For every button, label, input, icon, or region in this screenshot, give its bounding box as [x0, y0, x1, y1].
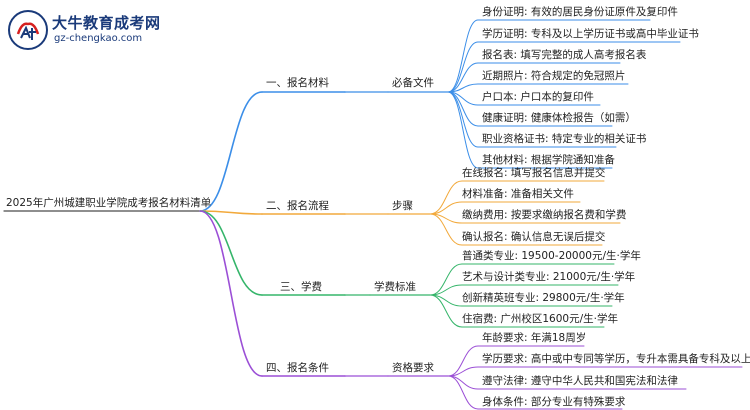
branch-sub-eligibility: 资格要求	[392, 362, 434, 374]
branch-label-tuition: 三、学费	[280, 281, 322, 293]
site-logo[interactable]: 大牛教育成考网 gz-chengkao.com	[8, 8, 168, 52]
leaf-item: 职业资格证书: 特定专业的相关证书	[482, 133, 647, 145]
leaf-connector	[447, 62, 479, 93]
branch-label-conditions: 四、报名条件	[266, 362, 329, 374]
leaf-item: 确认报名: 确认信息无误后提交	[462, 231, 606, 243]
leaf-connector	[447, 19, 479, 93]
leaf-connector	[447, 91, 479, 148]
leaf-item: 学历证明: 专科及以上学历证书或高中毕业证书	[482, 28, 699, 40]
leaf-item: 近期照片: 符合规定的免冠照片	[482, 70, 626, 82]
leaf-connector	[429, 201, 463, 215]
leaf-item: 创新精英班专业: 29800元/生·学年	[462, 292, 625, 304]
leaf-connector	[447, 375, 479, 410]
leaf-item: 材料准备: 准备相关文件	[462, 188, 574, 200]
leaf-item: 住宿费: 广州校区1600元/生·学年	[462, 313, 618, 325]
branch-label-process: 二、报名流程	[266, 200, 329, 212]
leaf-item: 艺术与设计类专业: 21000元/生·学年	[462, 271, 636, 283]
leaf-connector	[429, 213, 463, 246]
leaf-item: 身体条件: 部分专业有特殊要求	[482, 396, 626, 408]
logo-title: 大牛教育成考网	[52, 14, 161, 32]
branch-connector	[199, 210, 263, 296]
leaf-connector	[429, 284, 463, 296]
leaf-item: 学历要求: 高中或中专同等学历，专升本需具备专科及以上学历	[482, 353, 750, 365]
branch-label-materials: 一、报名材料	[266, 77, 329, 89]
branch-sub-steps: 步骤	[392, 200, 413, 212]
leaf-connector	[447, 375, 479, 390]
leaf-connector	[429, 263, 463, 296]
branch-sub-required-docs: 必备文件	[392, 77, 434, 89]
leaf-item: 遵守法律: 遵守中华人民共和国宪法和法律	[482, 375, 678, 387]
leaf-item: 在线报名: 填写报名信息并提交	[462, 167, 606, 179]
leaf-item: 其他材料: 根据学院通知准备	[482, 154, 615, 166]
leaf-item: 报名表: 填写完整的成人高考报名表	[482, 49, 647, 61]
branch-connector	[199, 210, 263, 215]
leaf-item: 身份证明: 有效的居民身份证原件及复印件	[482, 6, 678, 18]
leaf-item: 健康证明: 健康体检报告（如需）	[482, 112, 636, 124]
leaf-item: 户口本: 户口本的复印件	[482, 91, 594, 103]
leaf-connector	[447, 345, 479, 377]
leaf-connector	[429, 294, 463, 328]
branch-connector	[199, 91, 263, 212]
logo-badge-icon	[8, 10, 48, 50]
branch-sub-tuition-standard: 学费标准	[374, 281, 416, 293]
leaf-connector	[447, 41, 479, 93]
leaf-item: 普通类专业: 19500-20000元/生·学年	[462, 250, 641, 262]
leaf-connector	[447, 91, 479, 169]
leaf-item: 年龄要求: 年满18周岁	[482, 332, 587, 344]
logo-domain: gz-chengkao.com	[54, 33, 143, 44]
branch-connector	[199, 210, 263, 377]
leaf-item: 缴纳费用: 按要求缴纳报名费和学费	[462, 209, 627, 221]
leaf-connector	[429, 180, 463, 215]
root-node: 2025年广州城建职业学院成考报名材料清单	[6, 197, 212, 209]
